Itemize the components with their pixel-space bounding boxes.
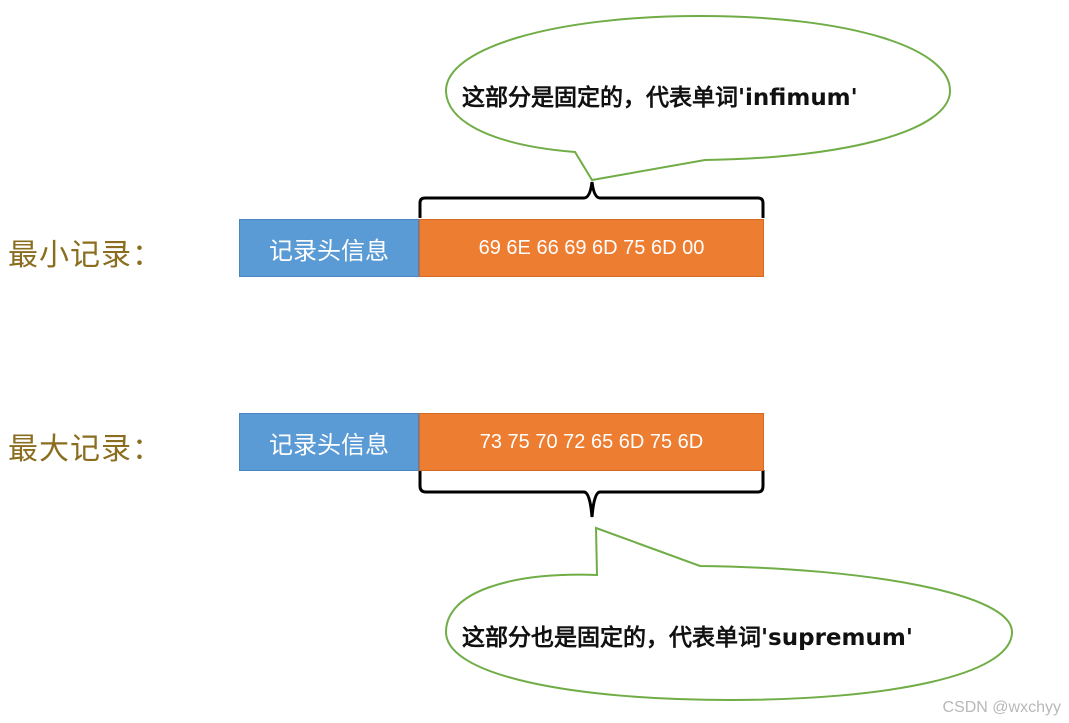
supremum-brace: [418, 470, 765, 518]
supremum-callout-bubble: [444, 526, 1014, 702]
min-record-label: 最小记录：: [8, 238, 163, 273]
supremum-callout-text: 这部分也是固定的，代表单词'supremum': [462, 625, 913, 651]
infimum-callout-bubble: [444, 14, 952, 182]
watermark: CSDN @wxchyy: [942, 699, 1061, 716]
infimum-brace: [418, 181, 765, 218]
infimum-callout-text: 这部分是固定的，代表单词'infimum': [462, 85, 858, 111]
min-record-header-box: 记录头信息: [239, 219, 419, 277]
min-record-bytes-box: 69 6E 66 69 6D 75 6D 00: [419, 219, 764, 277]
max-record-label: 最大记录：: [8, 432, 163, 467]
max-record-bytes-box: 73 75 70 72 65 6D 75 6D: [419, 413, 764, 471]
max-record-header-box: 记录头信息: [239, 413, 419, 471]
